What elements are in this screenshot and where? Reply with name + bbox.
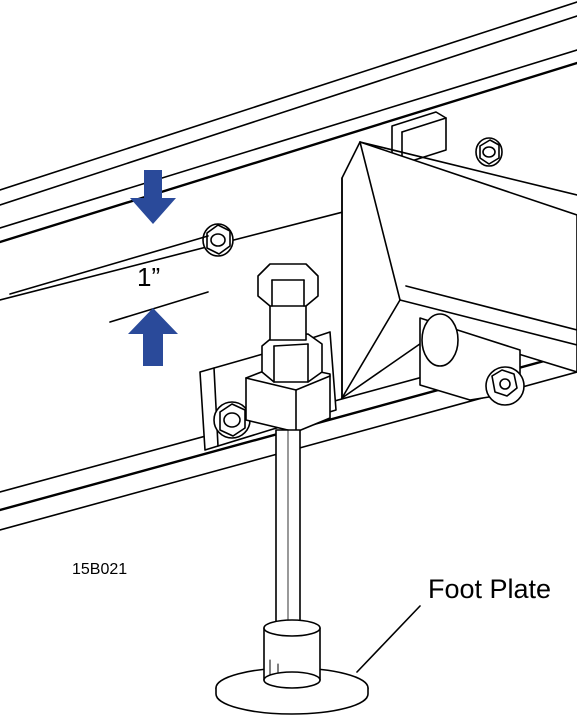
foot-plate-callout: Foot Plate: [428, 574, 552, 604]
leveling-bolt: [257, 263, 323, 383]
dimension-label: 1”: [137, 262, 161, 292]
arrow-up-icon: [128, 308, 178, 366]
cross-member: [341, 141, 577, 399]
threaded-rod: [275, 429, 301, 631]
foot-plate: [215, 619, 369, 715]
top-right-nut: [475, 137, 503, 167]
dimension-lines: [9, 235, 209, 323]
right-fastener: [419, 313, 525, 406]
figure-id: 15B021: [72, 561, 128, 578]
arrow-down-icon: [130, 170, 176, 224]
center-nut: [202, 223, 234, 257]
callout-leader: [356, 605, 421, 673]
bracket-nut: [213, 401, 251, 439]
upper-rail: [0, 1, 577, 244]
